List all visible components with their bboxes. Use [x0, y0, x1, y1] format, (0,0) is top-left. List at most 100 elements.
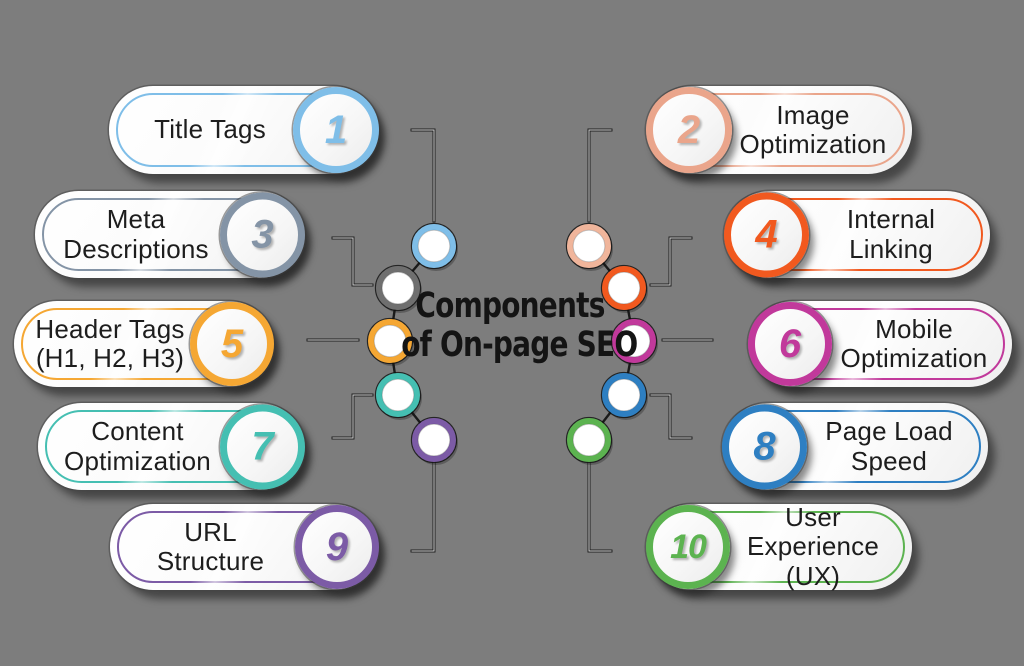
connector-line-9 — [410, 459, 436, 553]
node-outline-right-3 — [610, 317, 658, 365]
node-outline-right-1 — [565, 222, 613, 270]
node-outline-right-2 — [600, 264, 648, 312]
node-outline-left-4 — [374, 371, 422, 419]
number-badge: 5 — [190, 302, 274, 386]
connector-line-core-1 — [411, 129, 435, 222]
node-outline-right-5 — [565, 416, 613, 464]
pill-label-line: Mobile — [875, 313, 953, 344]
number-text: 5 — [220, 321, 244, 366]
node-outline-right-4 — [600, 371, 648, 419]
pill-label-line: Image — [776, 99, 850, 130]
pill-label-line: Meta — [106, 204, 166, 235]
connector-line-core-7 — [332, 394, 373, 439]
node-inner-edge-right-1 — [572, 229, 606, 263]
pill-label-line: Structure — [156, 546, 265, 576]
number-badge: 7 — [220, 404, 305, 489]
pill-label-line: Speed — [850, 445, 928, 476]
number-text: 1 — [324, 107, 348, 152]
node-inner-edge-right-3 — [617, 324, 651, 358]
pill-label-line: Descriptions — [63, 233, 209, 264]
node-inner-edge-right-5 — [572, 423, 606, 457]
connector-line-core-9 — [411, 460, 435, 552]
pill-label-line: Internal — [846, 204, 936, 235]
node-inner-edge-left-3 — [373, 324, 407, 358]
node-inner-edge-right-2 — [607, 271, 641, 305]
number-badge: 2 — [646, 87, 732, 173]
pill-label: Header Tags(H1, H2, H3) — [14, 301, 272, 387]
number-text: 2 — [677, 107, 701, 152]
node-outline-left-1 — [410, 222, 458, 270]
pill-label-line: Title Tags — [154, 114, 266, 145]
pill-label-line: Content — [91, 416, 184, 447]
connector-line-8 — [649, 393, 693, 440]
pill-label-line: Optimization — [739, 129, 887, 159]
chain-node-left-2 — [376, 266, 420, 310]
pill-label-line: Optimization — [840, 343, 988, 373]
chain-node-right-1 — [567, 224, 611, 268]
chain-node-right-4 — [602, 373, 646, 417]
number-text: 4 — [755, 212, 778, 256]
node-outline-left-5 — [410, 416, 458, 464]
number-badge: 4 — [724, 192, 809, 277]
connector-line-core-2 — [588, 129, 612, 222]
node-outline-left-3 — [366, 317, 414, 365]
diagram-title: Components of On-page SEO — [401, 286, 638, 365]
chain-node-left-1 — [412, 224, 456, 268]
node-inner-edge-left-2 — [381, 271, 415, 305]
pill-label-line: Linking — [849, 233, 933, 264]
number-badge: 8 — [722, 404, 807, 489]
number-text: 9 — [325, 524, 349, 569]
seo-item-pill-1: Title Tags 1 — [109, 86, 379, 174]
number-text: 7 — [251, 424, 274, 468]
number-badge: 9 — [295, 505, 379, 589]
number-badge: 6 — [748, 302, 832, 386]
connector-line-1 — [410, 128, 436, 223]
chain-node-right-2 — [602, 266, 646, 310]
connector-line-core-4 — [650, 237, 692, 286]
seo-item-pill-5: Header Tags(H1, H2, H3)5 — [14, 301, 274, 387]
pill-label-line: User — [785, 501, 841, 532]
pill-label-line: Optimization — [64, 445, 211, 476]
connector-line-10 — [587, 459, 613, 553]
pill-label-line: Page Load — [825, 416, 953, 447]
chain-node-right-5 — [567, 418, 611, 462]
connector-line-4 — [649, 236, 693, 287]
node-outline-left-2 — [374, 264, 422, 312]
diagram-title-line1: Components — [415, 286, 605, 326]
chain-node-left-4 — [376, 373, 420, 417]
number-text: 8 — [753, 424, 776, 468]
pill-label-line: URL — [184, 516, 237, 547]
chain-node-right-3 — [612, 319, 656, 363]
node-inner-edge-right-4 — [607, 378, 641, 412]
node-inner-edge-left-4 — [381, 378, 415, 412]
node-inner-edge-left-5 — [417, 423, 451, 457]
chain-node-left-5 — [412, 418, 456, 462]
number-text: 6 — [778, 321, 802, 366]
connector-line-core-3 — [332, 237, 373, 286]
node-inner-edge-left-1 — [417, 229, 451, 263]
pill-label-line: Header Tags — [35, 313, 185, 344]
number-badge: 3 — [220, 192, 305, 277]
connector-line-2 — [587, 128, 613, 223]
chain-node-left-3 — [368, 319, 412, 363]
pill-label-line: (H1, H2, H3) — [35, 343, 185, 373]
number-badge: 10 — [646, 505, 730, 589]
pill-label: Title Tags — [109, 86, 377, 174]
